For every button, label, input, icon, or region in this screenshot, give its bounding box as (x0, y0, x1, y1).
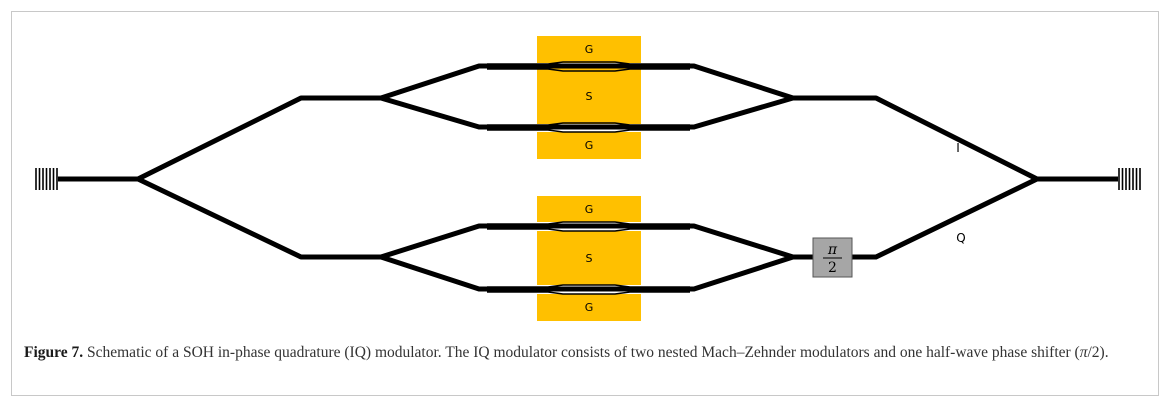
output-grating-coupler (1118, 168, 1141, 190)
iq-modulator-diagram: G S G G S G (35, 36, 1141, 321)
phase-shifter-numerator: π (827, 242, 838, 258)
caption-text: Schematic of a SOH in-phase quadrature (… (83, 344, 1080, 361)
lower-mzm-bottom-arm (380, 254, 794, 292)
upper-mzm-top-arm (380, 63, 794, 101)
upper-ground-label-bottom: G (585, 139, 594, 152)
lower-ground-label-bottom: G (585, 301, 594, 314)
lower-mzm-electrodes (537, 196, 641, 321)
i-arm-waveguide (793, 95, 1039, 182)
figure-label: Figure 7. (24, 344, 84, 361)
splitter-upper-branch (136, 95, 381, 182)
input-grating-coupler (35, 168, 58, 190)
q-arm-waveguide-post (852, 176, 1039, 260)
upper-mzm-bottom-arm (380, 95, 794, 130)
upper-mzm-electrodes (537, 36, 641, 159)
waveguides (58, 63, 1118, 292)
i-arm-label: I (956, 141, 960, 155)
lower-ground-pad-top (537, 196, 641, 222)
upper-ground-pad-bottom (537, 132, 641, 159)
lower-ground-pad-bottom (537, 294, 641, 321)
q-arm-label: Q (956, 231, 965, 245)
lower-mzm-top-arm (380, 223, 794, 260)
caption-text-end: /2). (1087, 344, 1109, 361)
lower-ground-label-top: G (585, 203, 594, 216)
phase-shifter: π 2 (812, 237, 853, 278)
upper-signal-pad (537, 68, 641, 124)
caption-math: π (1079, 344, 1088, 361)
phase-shifter-denominator: 2 (828, 260, 837, 276)
upper-ground-label-top: G (585, 43, 594, 56)
upper-signal-label: S (586, 90, 593, 103)
lower-signal-pad (537, 231, 641, 285)
lower-signal-label: S (586, 252, 593, 265)
splitter-lower-branch (136, 176, 381, 260)
figure-caption: Figure 7. Schematic of a SOH in-phase qu… (24, 343, 1144, 363)
upper-ground-pad-top (537, 36, 641, 63)
